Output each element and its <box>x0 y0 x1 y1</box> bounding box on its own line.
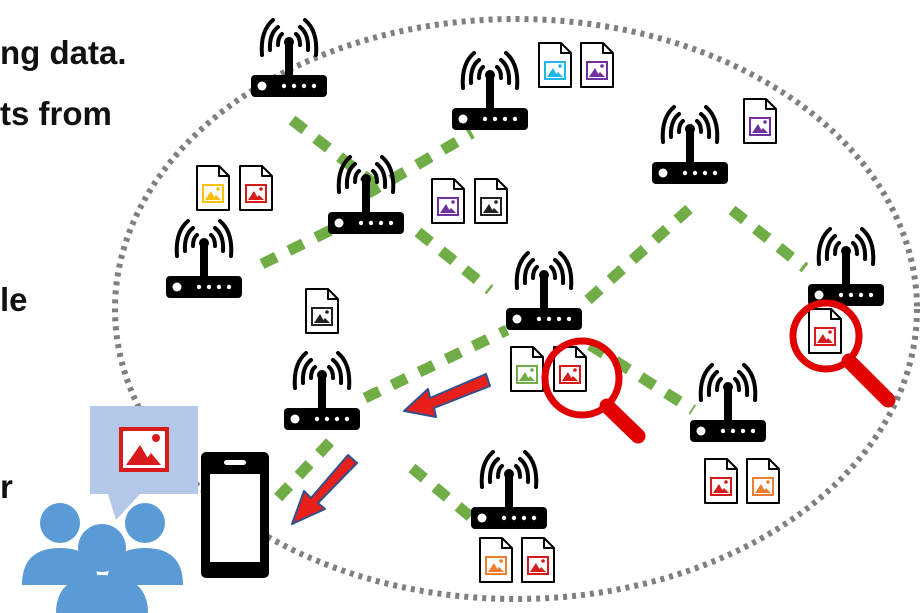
speech-bubble-icon <box>90 406 198 520</box>
image-file-icon <box>538 42 572 88</box>
image-file-icon <box>580 42 614 88</box>
image-file-icon <box>239 165 273 211</box>
router-r3 <box>650 105 730 186</box>
router-r5 <box>164 219 244 300</box>
router-r8 <box>282 351 362 432</box>
requested-image-icon <box>119 427 169 472</box>
image-file-icon <box>431 178 465 224</box>
magnifier-icon <box>789 299 896 408</box>
image-file-icon <box>808 308 842 354</box>
text-fragment-line3: le <box>0 281 28 318</box>
delivery-arrow <box>403 373 491 418</box>
network-boundary <box>112 16 920 602</box>
image-file-icon <box>746 458 780 504</box>
text-fragment-line4: r <box>0 468 13 505</box>
image-file-icon <box>553 346 587 392</box>
image-file-icon <box>474 178 508 224</box>
delivery-arrow <box>291 454 358 525</box>
image-file-icon <box>521 537 555 583</box>
text-fragment-line1: ng data. <box>0 34 127 71</box>
users-icon <box>22 503 183 613</box>
image-file-icon <box>305 288 339 334</box>
router-r9 <box>688 363 768 444</box>
image-file-icon <box>743 98 777 144</box>
image-file-icon <box>510 346 544 392</box>
router-r10 <box>469 450 549 531</box>
router-r4 <box>326 155 406 236</box>
image-file-icon <box>704 458 738 504</box>
smartphone-icon <box>201 452 269 578</box>
text-fragment-line2: ts from <box>0 95 112 132</box>
router-r2 <box>450 51 530 132</box>
magnifier-icon <box>541 337 646 444</box>
router-r6 <box>504 251 584 332</box>
image-file-icon <box>196 165 230 211</box>
router-r7 <box>806 227 886 308</box>
image-file-icon <box>479 537 513 583</box>
